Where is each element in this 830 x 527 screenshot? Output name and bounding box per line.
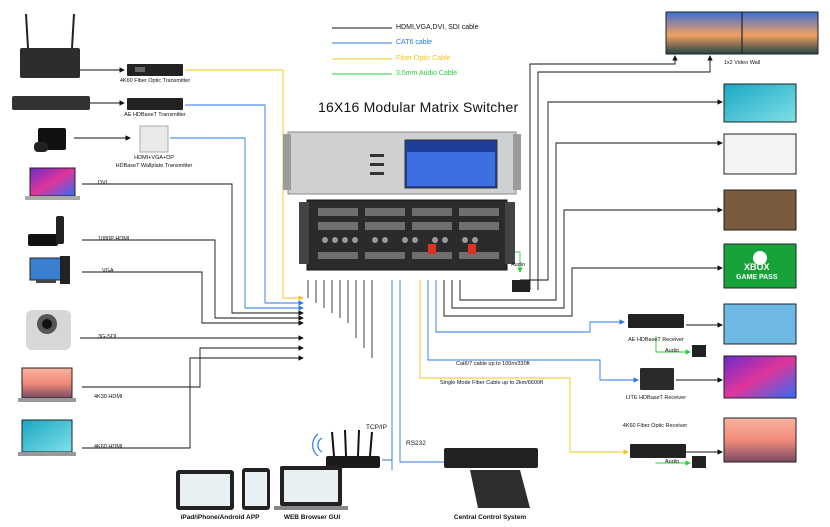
legend-label-hdmi: HDMI,VGA,DVI, SDI cable bbox=[396, 24, 479, 31]
switcher-drops bbox=[307, 280, 373, 358]
gamepass-logo-text: GAME PASS bbox=[736, 274, 778, 281]
cat6-note: Cat6/7 cable up to 100m/330ft bbox=[456, 361, 530, 367]
legend-swatches bbox=[332, 27, 392, 75]
audio-label-ae: Audio bbox=[665, 348, 680, 354]
hdmi1080-label: 1080P HDMI bbox=[98, 236, 130, 242]
sdi-label: 3G-SDI bbox=[98, 334, 117, 340]
wallplate-label-1: HDMI+VGA+DP bbox=[134, 155, 174, 161]
ae-tx-label: AE HDBaseT Transmitter bbox=[124, 112, 186, 118]
legend-label-audio: 3.5mm Audio Cable bbox=[396, 70, 458, 77]
fiber-tx-label: 4K60 Fiber Optic Transmitter bbox=[119, 78, 191, 84]
diagram-title: 16X16 Modular Matrix Switcher bbox=[318, 99, 519, 115]
hdmi4k60-label: 4K60 HDMI bbox=[94, 444, 123, 450]
rs232-label: RS232 bbox=[406, 440, 426, 447]
fiber-rx-label: 4K60 Fiber Optic Receiver bbox=[622, 423, 688, 429]
matrix-switcher bbox=[283, 131, 521, 271]
ae-rx-label: AE HDBaseT Receiver bbox=[628, 337, 684, 343]
web-gui-label: WEB Browser GUI bbox=[283, 514, 341, 521]
audio-label-switcher: Audio bbox=[511, 262, 526, 268]
tcpip-label: TCP/IP bbox=[366, 424, 387, 431]
output-displays bbox=[512, 11, 819, 468]
wallplate-label-2: HDBaseT Wallplate Transmitter bbox=[115, 163, 193, 169]
vga-label: VGA bbox=[102, 268, 114, 274]
control-cables bbox=[382, 280, 446, 470]
input-cables bbox=[74, 67, 304, 449]
xbox-logo-text: XBOX bbox=[744, 262, 770, 272]
audio-label-fiber: Audio bbox=[665, 459, 680, 465]
output-cables bbox=[419, 55, 723, 466]
fiber-note: Single Mode Fiber Cable up to 2km/6600ft bbox=[440, 380, 544, 386]
lite-rx-label: LITE HDBaseT Receiver bbox=[625, 395, 687, 401]
video-wall-label: 1x2 Video Wall bbox=[723, 60, 761, 66]
control-devices bbox=[176, 429, 538, 510]
source-devices bbox=[12, 13, 183, 456]
central-control-label: Central Control System bbox=[453, 514, 527, 521]
legend-label-cat6: CAT6 cable bbox=[396, 39, 433, 46]
dvi-label: DVI bbox=[98, 180, 108, 186]
hdmi4k30-label: 4K30 HDMI bbox=[94, 394, 123, 400]
legend-label-fiber: Fiber Optic Cable bbox=[396, 55, 451, 62]
app-label: iPad/iPhone/Android APP bbox=[180, 514, 260, 521]
